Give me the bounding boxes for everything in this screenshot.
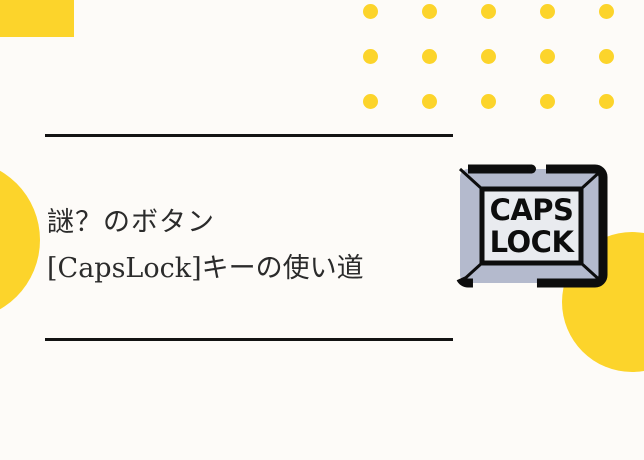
page-title: 謎？のボタン [CapsLock]キーの使い道 [47, 200, 467, 292]
page-title-line-2: [CapsLock]キーの使い道 [47, 253, 364, 284]
dot-decoration [422, 4, 437, 19]
yellow-dot-grid-decoration [363, 4, 615, 109]
dot-decoration [363, 49, 378, 64]
dot-decoration [599, 4, 614, 19]
key-bevel-top-left [458, 167, 484, 191]
dot-decoration [481, 49, 496, 64]
yellow-circle-left-decoration [0, 160, 40, 320]
key-bevel-top-right [579, 167, 605, 191]
dot-decoration [481, 4, 496, 19]
key-bevel-bottom-right [579, 261, 605, 285]
dot-decoration [422, 94, 437, 109]
key-inner-face [479, 186, 584, 266]
dot-decoration [540, 94, 555, 109]
dot-decoration [481, 94, 496, 109]
key-indicator-dot-icon [527, 164, 536, 174]
dot-decoration [422, 49, 437, 64]
page-title-line-1: 謎？のボタン [47, 207, 215, 238]
dot-decoration [540, 49, 555, 64]
dot-decoration [599, 49, 614, 64]
capslock-key-shape [455, 164, 608, 288]
yellow-square-decoration [0, 0, 74, 37]
dot-decoration [363, 4, 378, 19]
divider-top [45, 134, 453, 137]
dot-decoration [540, 4, 555, 19]
dot-decoration [363, 94, 378, 109]
capslock-key-icon: CAPS LOCK [454, 163, 609, 289]
key-bevel-bottom-left [458, 261, 484, 285]
dot-decoration [599, 94, 614, 109]
divider-bottom [45, 338, 453, 341]
